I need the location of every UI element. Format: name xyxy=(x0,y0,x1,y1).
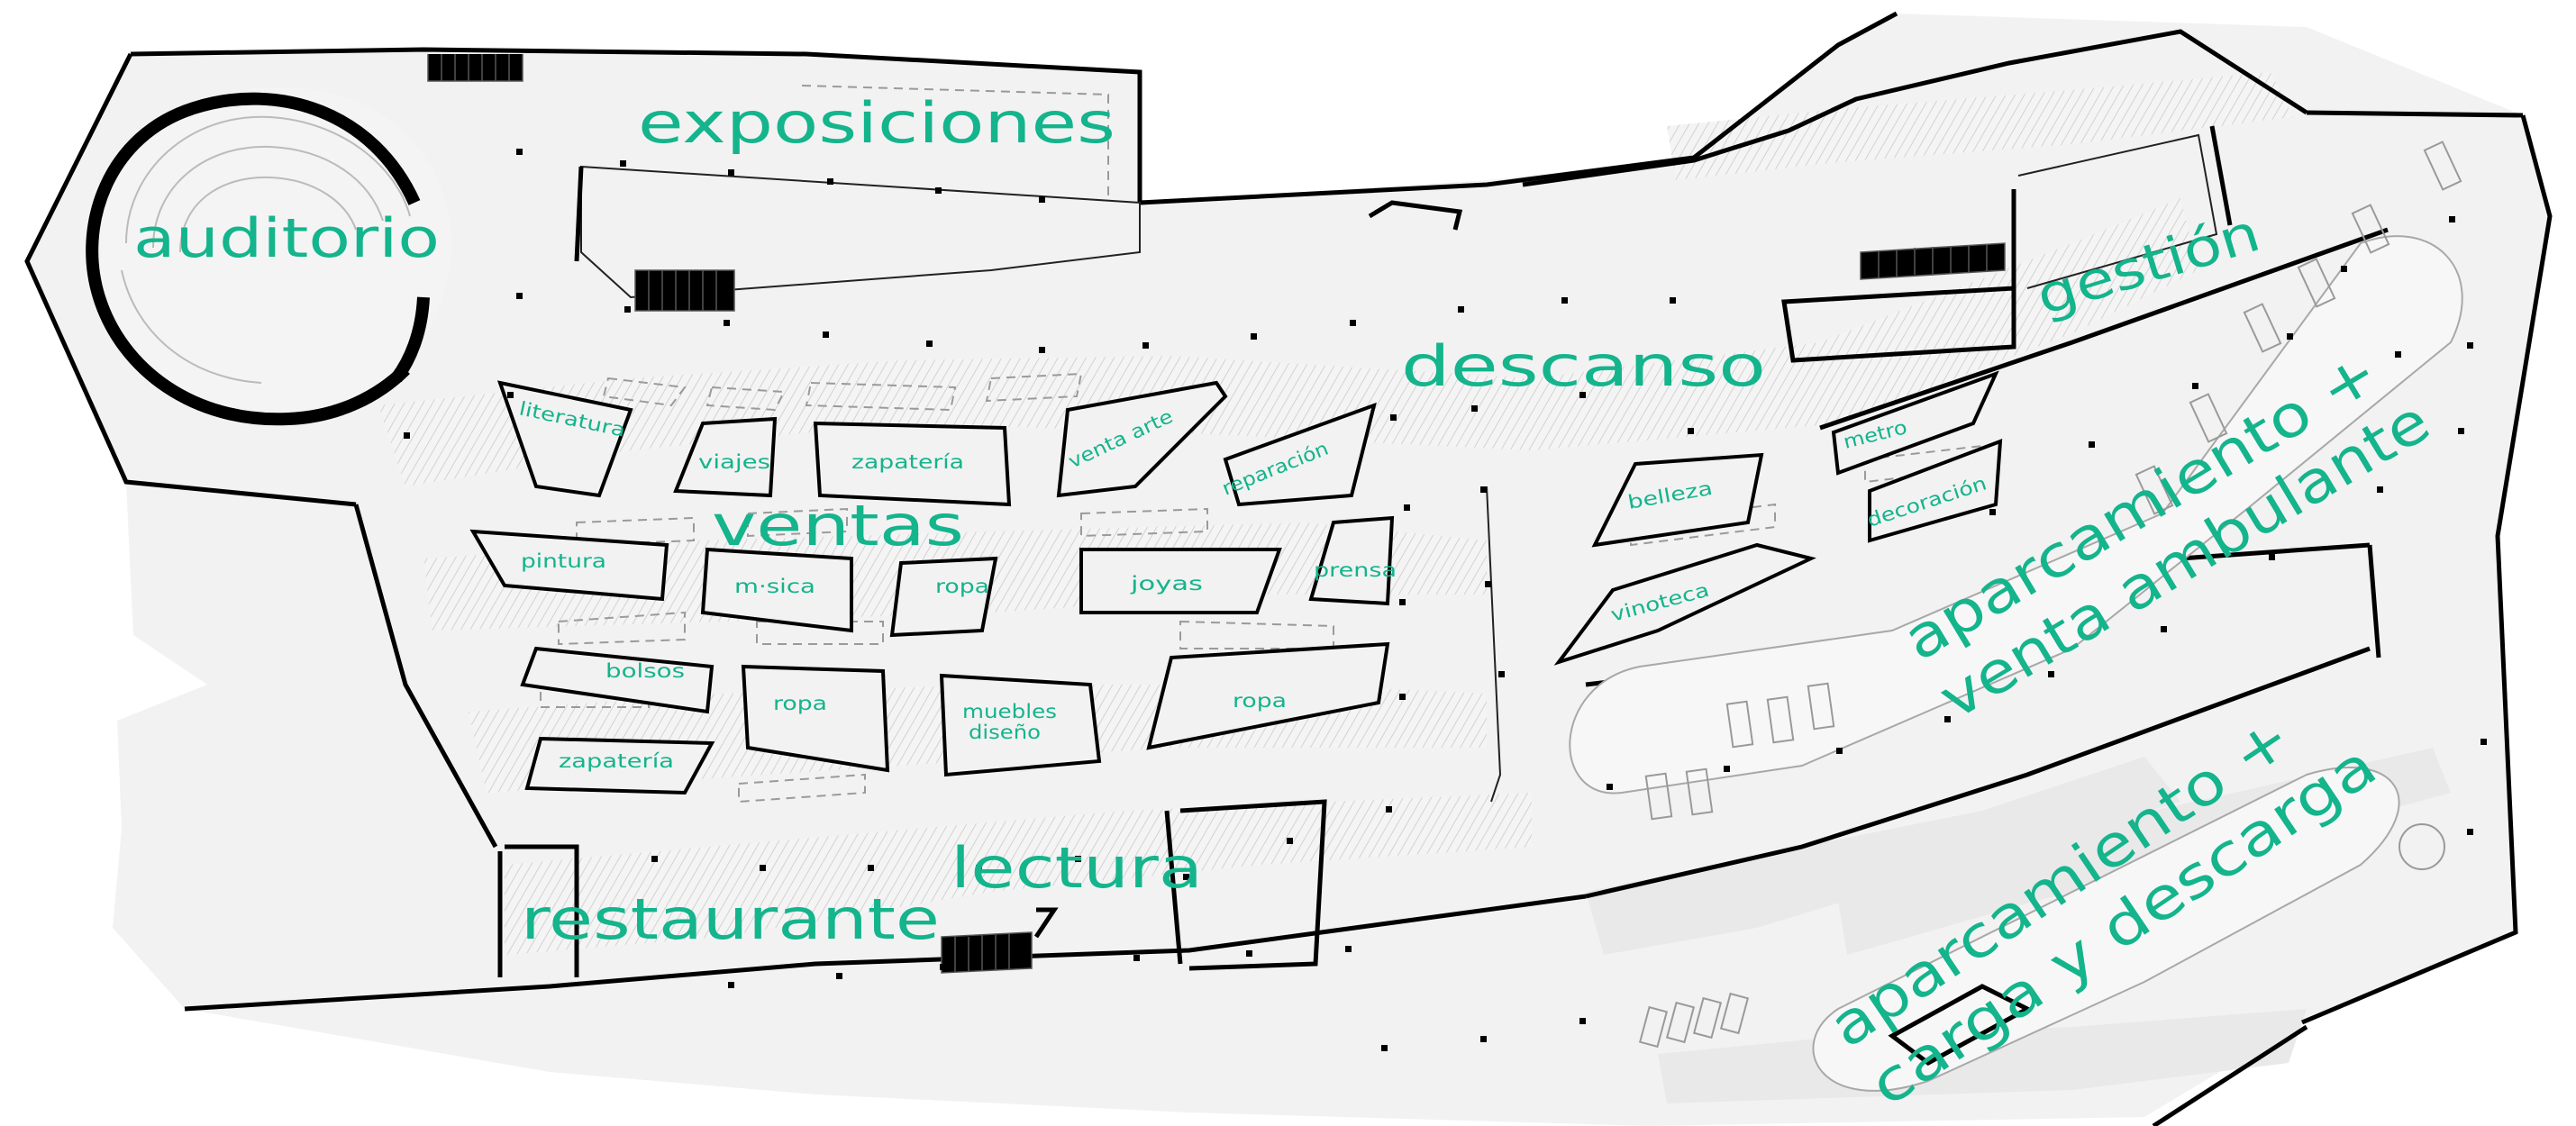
kiosk-ropa-3 xyxy=(1146,641,1390,750)
shop-label-muebles-line2: diseño xyxy=(969,722,1041,743)
kiosk-reparacion xyxy=(1223,402,1377,507)
shop-kiosks xyxy=(469,370,2003,795)
exterior-walls xyxy=(24,11,2553,1126)
structural-columns xyxy=(404,149,2487,1051)
label-exposiciones: exposiciones xyxy=(638,90,1115,156)
kiosk-viajes xyxy=(673,416,778,498)
shop-label-zapateria-2: zapatería xyxy=(559,750,674,772)
kiosk-vinoteca xyxy=(1553,542,1816,666)
kiosk-musica xyxy=(700,547,853,633)
label-auditorio: auditorio xyxy=(133,207,440,270)
shop-label-ropa-2: ropa xyxy=(773,693,827,714)
kiosk-zapateria-2 xyxy=(524,736,715,795)
kiosk-venta-arte xyxy=(1056,380,1228,498)
kiosk-literatura xyxy=(496,380,633,498)
kiosk-belleza xyxy=(1591,452,1764,548)
shop-label-pintura: pintura xyxy=(521,550,606,572)
shop-label-prensa: prensa xyxy=(1314,559,1397,581)
stairs xyxy=(427,54,2006,974)
kiosk-joyas xyxy=(1079,548,1282,614)
parking-loading-area xyxy=(1638,767,2445,1092)
kiosk-zapateria-1 xyxy=(813,421,1012,507)
kiosk-ropa-1 xyxy=(889,556,998,638)
shop-label-bolsos: bolsos xyxy=(605,660,685,682)
kiosk-prensa xyxy=(1308,515,1395,606)
shop-label-ropa-1: ropa xyxy=(935,576,989,597)
label-restaurante: restaurante xyxy=(521,886,940,952)
shop-label-ropa-3: ropa xyxy=(1233,690,1287,712)
kiosk-pintura xyxy=(469,529,669,602)
shop-label-musica: m·sica xyxy=(734,576,815,597)
label-ventas: ventas xyxy=(712,493,964,558)
shop-label-viajes: viajes xyxy=(698,451,770,473)
kiosk-decoracion xyxy=(1868,439,2003,543)
shop-label-zapateria-1: zapatería xyxy=(851,451,964,473)
parking-vendor-area xyxy=(1569,141,2463,821)
kiosk-metro xyxy=(1831,370,1999,476)
kiosk-bolsos xyxy=(520,646,715,714)
shop-label-muebles-line1: muebles xyxy=(962,701,1057,722)
label-descanso: descanso xyxy=(1401,333,1766,399)
kiosk-muebles xyxy=(939,673,1102,777)
interior-walls xyxy=(497,125,2233,977)
auditorium xyxy=(86,86,452,426)
shop-label-joyas: joyas xyxy=(1130,573,1203,595)
kiosk-ropa-2 xyxy=(741,664,890,773)
label-lectura: lectura xyxy=(951,835,1203,901)
